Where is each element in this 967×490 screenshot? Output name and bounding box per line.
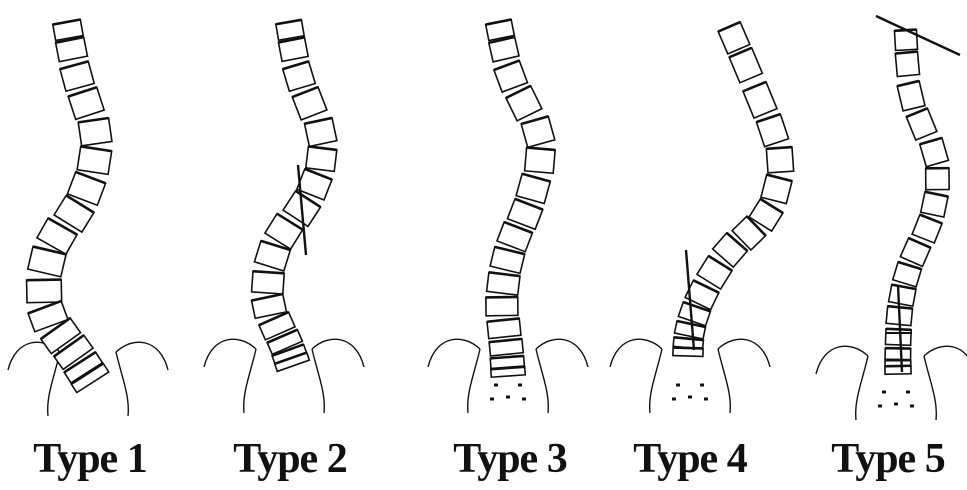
caption-type-1: Type 1 <box>10 434 170 484</box>
vertebra <box>292 87 327 120</box>
vertebra <box>516 174 550 204</box>
sacral-foramen <box>894 403 898 406</box>
vertebra <box>252 271 285 294</box>
iliac-wing-left <box>428 339 480 367</box>
vertebra <box>521 116 555 147</box>
vertebra <box>766 147 793 173</box>
panel-type-2 <box>204 20 364 413</box>
sacral-foramen <box>906 391 910 394</box>
sacral-foramen <box>676 384 680 387</box>
iliac-wing-right <box>312 339 364 367</box>
vertebra <box>494 61 528 93</box>
vertebra-endplate <box>673 348 703 349</box>
vertebra-endplate <box>766 147 792 149</box>
panel-type-1 <box>8 20 168 416</box>
iliac-wing-right <box>536 339 588 367</box>
iliac-wing-right <box>924 346 967 374</box>
iliac-wing-right <box>718 339 770 367</box>
panel-type-4 <box>610 22 794 413</box>
panel-type-5 <box>816 16 967 420</box>
iliac-wing-left <box>816 346 868 374</box>
sacral-foramen <box>910 405 914 408</box>
sacrum-outline <box>650 349 731 413</box>
caption-type-5: Type 5 <box>808 434 967 484</box>
sacral-foramen <box>522 398 526 401</box>
vertebra <box>283 61 316 91</box>
vertebra <box>895 52 919 77</box>
sacral-foramen <box>878 405 882 408</box>
caption-type-2: Type 2 <box>210 434 370 484</box>
vertebra <box>906 108 937 140</box>
vertebra <box>885 329 911 346</box>
sacral-foramen <box>506 396 510 399</box>
sacral-foramen <box>700 384 704 387</box>
sacral-foramen <box>518 384 522 387</box>
vertebra <box>486 297 518 316</box>
vertebra <box>68 87 104 119</box>
vertebra <box>60 61 94 91</box>
iliac-wing-left <box>610 339 662 367</box>
vertebra <box>756 114 788 147</box>
vertebra <box>525 148 556 174</box>
vertebra <box>27 280 62 303</box>
sacral-foramen <box>704 398 708 401</box>
vertebra <box>718 22 750 54</box>
sacral-foramen <box>672 398 676 401</box>
vertebra-endplate <box>886 329 911 330</box>
sacral-foramen <box>882 391 886 394</box>
vertebra <box>885 348 911 359</box>
vertebra <box>743 82 777 118</box>
sacral-foramen <box>490 398 494 401</box>
vertebra <box>926 168 949 190</box>
vertebra <box>729 48 762 83</box>
caption-type-4: Type 4 <box>610 434 770 484</box>
iliac-wing-right <box>116 342 168 370</box>
panel-type-3 <box>428 19 588 413</box>
vertebra-endplate <box>27 280 62 281</box>
iliac-wing-left <box>204 339 256 367</box>
caption-type-3: Type 3 <box>430 434 590 484</box>
sacral-foramen <box>494 384 498 387</box>
vertebra <box>506 86 542 121</box>
sacral-foramen <box>688 396 692 399</box>
